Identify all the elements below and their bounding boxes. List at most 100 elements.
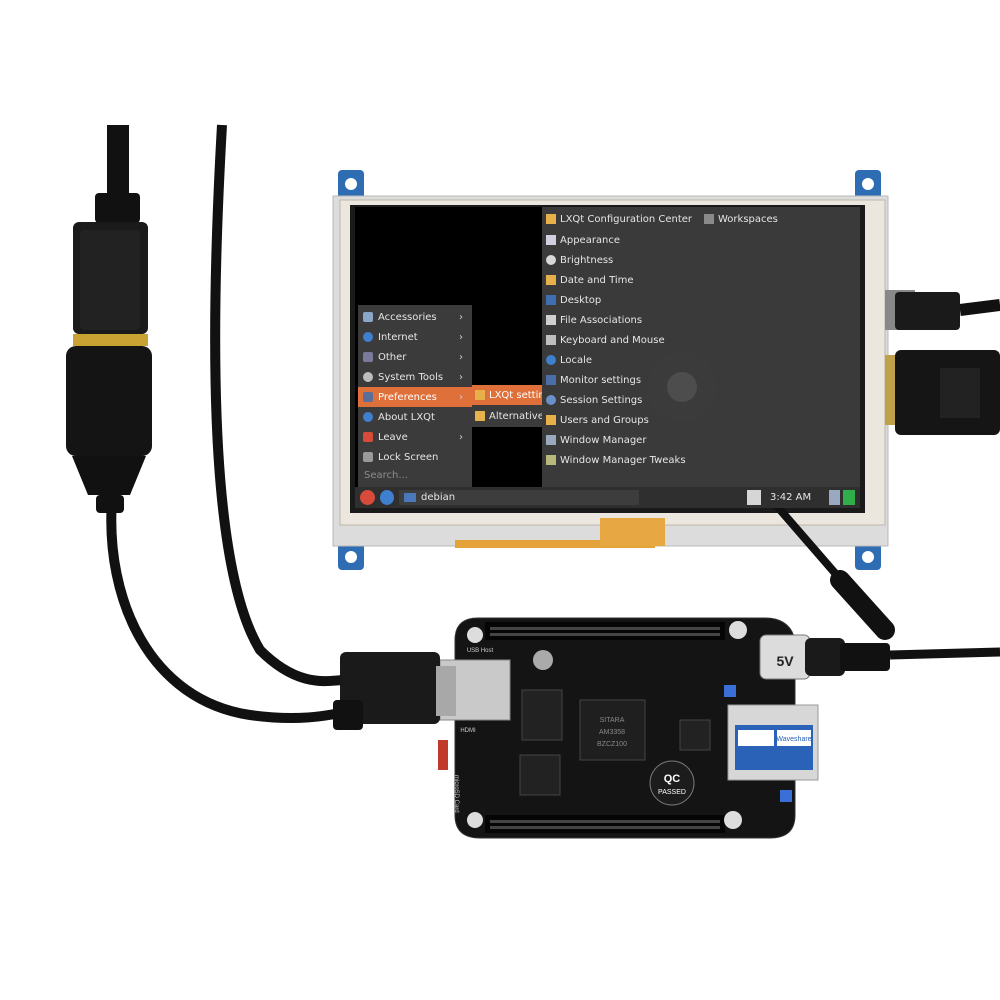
chip-code-label: AM3358 <box>599 729 625 736</box>
info-icon <box>363 412 373 422</box>
wrench-icon <box>546 214 556 224</box>
browser-launch-icon[interactable] <box>380 490 394 505</box>
waveshare-label: Waveshare <box>776 736 811 743</box>
config-item-label: Desktop <box>560 294 602 306</box>
chevron-right-icon: › <box>459 331 463 343</box>
config-item-label: Window Manager Tweaks <box>560 454 686 466</box>
lxqt-configuration-center[interactable]: LXQt Configuration Center Workspaces App… <box>542 207 860 508</box>
config-item-file-associations[interactable]: File Associations <box>544 311 642 329</box>
qc-label: QC <box>664 773 681 785</box>
config-item-locale[interactable]: Locale <box>544 351 592 369</box>
brightness-icon <box>546 255 556 265</box>
config-item-session-settings[interactable]: Session Settings <box>544 391 642 409</box>
hdmi-board-label: HDMI <box>460 728 476 734</box>
menu-item-accessories[interactable]: Accessories › <box>358 307 472 327</box>
task-button-label: debian <box>421 492 456 503</box>
submenu-item-label: Alternatives <box>489 410 542 422</box>
usb-plug-cable-right <box>959 299 1000 316</box>
config-item-brightness[interactable]: Brightness <box>544 251 613 269</box>
menu-item-label: Internet <box>378 331 418 343</box>
submenu-item-lxqt-settings[interactable]: LXQt settings <box>472 385 542 405</box>
menu-item-preferences[interactable]: Preferences › <box>358 387 472 407</box>
menu-item-other[interactable]: Other › <box>358 347 472 367</box>
tray-icon[interactable] <box>747 490 761 505</box>
menu-item-label: Preferences <box>378 391 437 403</box>
config-item-label: Keyboard and Mouse <box>560 334 665 346</box>
keyboard-icon <box>546 335 556 345</box>
config-item-date-time[interactable]: Date and Time <box>544 271 634 289</box>
tweaks-icon <box>546 455 556 465</box>
config-item-window-manager[interactable]: Window Manager <box>544 431 646 449</box>
config-item-keyboard-mouse[interactable]: Keyboard and Mouse <box>544 331 665 349</box>
config-item-label: Date and Time <box>560 274 634 286</box>
clock[interactable]: 3:42 AM <box>770 492 812 503</box>
task-button-debian[interactable]: debian <box>399 490 639 505</box>
session-icon <box>546 395 556 405</box>
chevron-right-icon: › <box>459 431 463 443</box>
config-item-monitor-settings[interactable]: Monitor settings <box>544 371 641 389</box>
usb-host-label: USB Host <box>467 648 494 654</box>
folder-icon <box>404 493 416 502</box>
start-menu-icon[interactable] <box>360 490 375 505</box>
tray-display-icon[interactable] <box>829 490 840 505</box>
passed-label: PASSED <box>658 789 686 796</box>
config-item-desktop[interactable]: Desktop <box>544 291 601 309</box>
usb-cable <box>210 124 346 687</box>
taskbar[interactable]: debian 3:42 AM <box>355 487 860 508</box>
config-item-label: Appearance <box>560 234 621 246</box>
appearance-icon <box>546 235 556 245</box>
menu-item-lock-screen[interactable]: Lock Screen <box>358 447 472 467</box>
config-item-label: Brightness <box>560 254 614 266</box>
menu-search-input[interactable]: Search... <box>364 470 408 481</box>
submenu-item-alternatives[interactable]: Alternatives <box>472 406 542 426</box>
wrench-icon <box>475 411 485 421</box>
globe-icon <box>363 332 373 342</box>
menu-item-label: Leave <box>378 431 408 443</box>
menu-item-system-tools[interactable]: System Tools › <box>358 367 472 387</box>
barrel-5v-label: 5V <box>776 653 794 669</box>
workspaces-label: Workspaces <box>718 213 778 225</box>
application-menu[interactable]: Accessories › Internet › Other › System … <box>358 305 472 487</box>
chevron-right-icon: › <box>459 371 463 383</box>
config-center-title-label: LXQt Configuration Center <box>560 213 693 225</box>
shield-icon <box>363 432 373 442</box>
hdmi-cable-bottom <box>106 499 346 724</box>
sitara-chip-label: SITARA <box>600 717 625 724</box>
menu-item-about-lxqt[interactable]: About LXQt <box>358 407 472 427</box>
menu-item-label: System Tools <box>378 371 444 383</box>
config-item-label: Locale <box>560 354 593 366</box>
config-item-users-groups[interactable]: Users and Groups <box>544 411 649 429</box>
file-icon <box>546 315 556 325</box>
preferences-submenu[interactable]: LXQt settings Alternatives <box>472 385 542 427</box>
locale-icon <box>546 355 556 365</box>
show-desktop-icon[interactable] <box>843 490 855 505</box>
config-item-label: Window Manager <box>560 434 647 446</box>
preferences-icon <box>363 392 373 402</box>
touch-point <box>667 372 697 402</box>
microsd-label: microSD Card <box>453 775 459 813</box>
workspaces-item[interactable]: Workspaces <box>702 210 778 228</box>
clock-icon <box>546 275 556 285</box>
lock-icon <box>363 452 373 462</box>
monitor-icon <box>546 375 556 385</box>
workspaces-icon <box>704 214 714 224</box>
menu-item-label: Lock Screen <box>378 451 439 463</box>
accessories-icon <box>363 312 373 322</box>
config-item-appearance[interactable]: Appearance <box>544 231 620 249</box>
wrench-icon <box>475 390 485 400</box>
config-item-label: Monitor settings <box>560 374 642 386</box>
menu-item-leave[interactable]: Leave › <box>358 427 472 447</box>
users-icon <box>546 415 556 425</box>
gear-icon <box>363 372 373 382</box>
config-item-label: Session Settings <box>560 394 643 406</box>
config-item-label: Users and Groups <box>560 414 649 426</box>
lcd-screen[interactable]: Accessories › Internet › Other › System … <box>355 207 860 508</box>
config-center-title[interactable]: LXQt Configuration Center <box>544 210 692 228</box>
window-icon <box>546 435 556 445</box>
menu-item-internet[interactable]: Internet › <box>358 327 472 347</box>
menu-item-label: Other <box>378 351 407 363</box>
config-item-window-manager-tweaks[interactable]: Window Manager Tweaks <box>544 451 686 469</box>
beaglebone-board <box>333 617 890 839</box>
chip-code2-label: BZCZ100 <box>597 741 627 748</box>
menu-item-label: About LXQt <box>378 411 435 423</box>
